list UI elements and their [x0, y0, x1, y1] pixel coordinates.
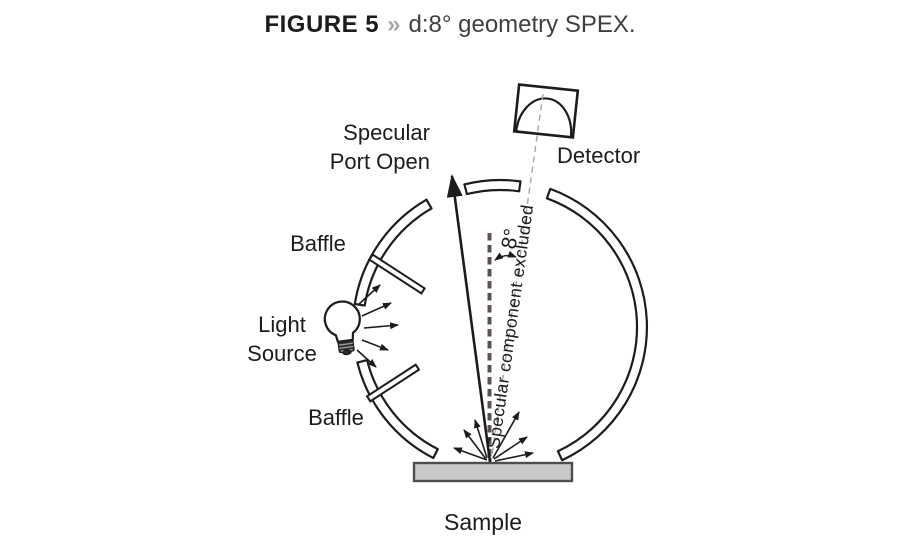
baffle-top-plate: [367, 253, 427, 295]
wall-segment-top: [463, 178, 522, 196]
caption-text: d:8° geometry SPEX.: [408, 11, 636, 38]
angle-double-arrow: [494, 250, 517, 261]
sample-bar: [412, 461, 574, 483]
sample-scatter-arrows: [453, 411, 534, 462]
wall-segment-right: [545, 187, 649, 462]
label-light-source: Light Source: [247, 312, 317, 366]
detector-icon: [512, 83, 580, 139]
label-baffle-top: Baffle: [290, 231, 346, 256]
detector-axis-dashed-line: [490, 93, 544, 463]
wall-segment-upper-left: [353, 198, 433, 307]
baffle-bottom-plate: [365, 363, 421, 403]
label-specular-port-open: Specular Port Open: [329, 120, 430, 174]
label-baffle-bottom: Baffle: [308, 405, 364, 430]
light-bulb-icon: [323, 300, 361, 356]
figure-number: FIGURE 5: [264, 11, 380, 38]
caption-separator-icon: »: [387, 11, 401, 38]
label-detector: Detector: [557, 143, 641, 168]
figure-caption: FIGURE 5 » d:8° geometry SPEX.: [0, 10, 900, 40]
label-sample: Sample: [444, 509, 522, 535]
integrating-sphere-wall: [353, 178, 649, 462]
bulb-light-arrows: [356, 284, 399, 368]
specular-reflection-arrow: [446, 174, 492, 463]
